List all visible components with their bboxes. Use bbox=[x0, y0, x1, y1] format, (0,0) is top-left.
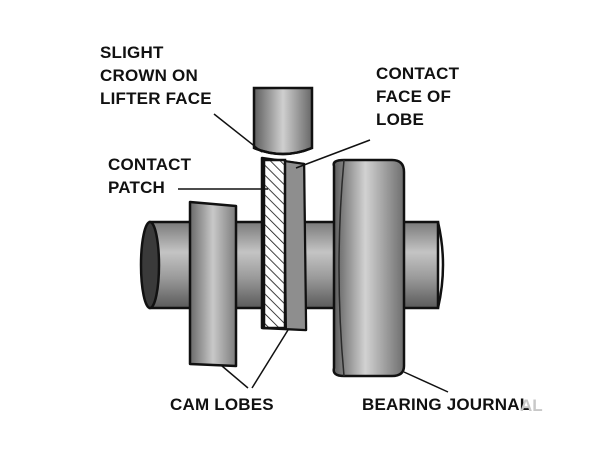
leader-lifter-face bbox=[213, 113, 263, 153]
label-contact-patch-line2: PATCH bbox=[108, 178, 165, 197]
cam-lobe-left bbox=[188, 200, 238, 368]
lifter bbox=[252, 86, 314, 156]
leader-lines bbox=[178, 113, 449, 393]
label-lifter-face-line1: SLIGHT bbox=[100, 43, 164, 62]
label-contact-patch-line1: CONTACT bbox=[108, 155, 192, 174]
leader-contact-face bbox=[295, 139, 371, 169]
label-contact-face-line3: LOBE bbox=[376, 110, 424, 129]
label-bearing-journal: BEARING JOURNAL bbox=[362, 395, 530, 414]
label-lifter-face-line3: LIFTER FACE bbox=[100, 89, 212, 108]
contact-patch-hatch bbox=[262, 158, 287, 330]
leader-bearing-journal bbox=[403, 371, 449, 393]
leader-cam-lobe-right bbox=[251, 329, 289, 389]
label-lifter-face-line2: CROWN ON bbox=[100, 66, 198, 85]
leader-cam-lobe-left bbox=[221, 365, 249, 389]
label-contact-face-line1: CONTACT bbox=[376, 64, 460, 83]
watermark-text: AL bbox=[520, 396, 543, 415]
label-lifter-face: SLIGHT CROWN ON LIFTER FACE bbox=[100, 43, 212, 108]
label-cam-lobes: CAM LOBES bbox=[170, 395, 274, 414]
label-contact-face-line2: FACE OF bbox=[376, 87, 451, 106]
label-contact-patch: CONTACT PATCH bbox=[108, 155, 192, 197]
bearing-journal bbox=[332, 158, 406, 378]
label-contact-face: CONTACT FACE OF LOBE bbox=[376, 64, 460, 129]
cam-lobe-contact bbox=[260, 156, 308, 332]
